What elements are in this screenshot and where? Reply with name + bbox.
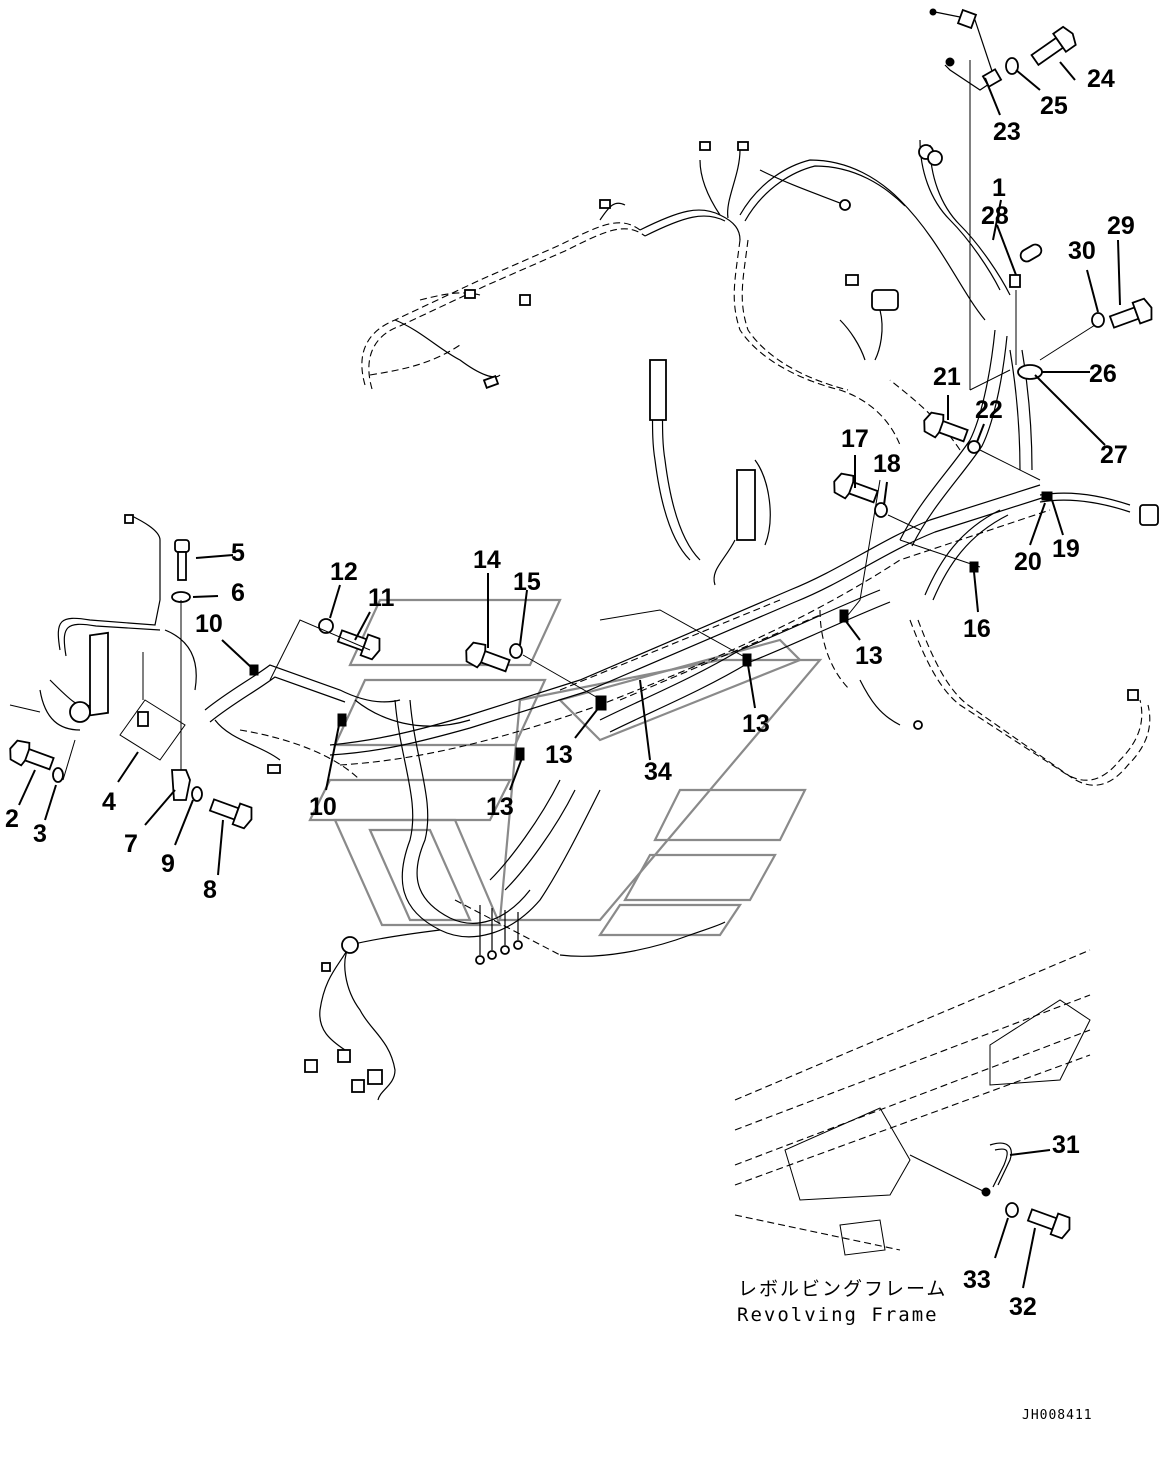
callout-21: 21 xyxy=(933,363,961,391)
washer-22 xyxy=(967,440,981,454)
clamp-13d xyxy=(839,609,849,623)
sleeve-1 xyxy=(1019,243,1043,263)
clip-10b xyxy=(337,713,347,727)
callout-22: 22 xyxy=(975,396,1003,424)
callout-3: 3 xyxy=(33,820,47,848)
upper-harness xyxy=(361,139,1011,446)
bolt-29 xyxy=(1108,297,1153,329)
callout-26: 26 xyxy=(1089,360,1117,388)
bolt-5 xyxy=(174,539,190,581)
callout-13b: 13 xyxy=(486,793,514,821)
callout-10a: 10 xyxy=(195,610,223,638)
fasteners xyxy=(9,8,1153,830)
callout-12: 12 xyxy=(330,558,358,586)
callout-28: 28 xyxy=(981,202,1009,230)
bolt-32 xyxy=(1026,1208,1071,1240)
callout-11: 11 xyxy=(368,584,395,612)
callout-23: 23 xyxy=(993,118,1021,146)
clamp-13b xyxy=(515,747,525,761)
bracket-7 xyxy=(171,769,191,801)
callout-30: 30 xyxy=(1068,237,1096,265)
callout-31: 31 xyxy=(1052,1131,1080,1159)
callout-4: 4 xyxy=(102,788,116,816)
callout-13c: 13 xyxy=(742,710,770,738)
upper-connectors xyxy=(464,141,943,389)
callout-15: 15 xyxy=(513,568,541,596)
bolt-24 xyxy=(1030,25,1077,67)
callout-labels: 1 2 3 4 5 6 7 8 9 10 10 11 12 13 13 13 1… xyxy=(5,65,1135,1321)
clip-19-20 xyxy=(1041,491,1053,501)
clip-10a xyxy=(249,664,259,676)
callout-34: 34 xyxy=(644,758,672,786)
callout-5: 5 xyxy=(231,539,245,567)
leader-lines xyxy=(18,61,1121,876)
washer-18 xyxy=(874,502,888,518)
callout-9: 9 xyxy=(161,850,175,878)
watermark-logo xyxy=(308,598,823,937)
relay-block xyxy=(649,359,771,586)
washer-30 xyxy=(1091,312,1105,328)
callout-1: 1 xyxy=(992,174,1006,202)
callout-32: 32 xyxy=(1009,1293,1037,1321)
callout-2: 2 xyxy=(5,805,19,833)
bolt-8 xyxy=(208,798,253,830)
callout-20: 20 xyxy=(1014,548,1042,576)
washer-33 xyxy=(1005,1202,1019,1218)
bolt-2 xyxy=(9,739,55,771)
clamp-26 xyxy=(1017,364,1043,380)
callout-18: 18 xyxy=(873,450,901,478)
callout-10b: 10 xyxy=(309,793,337,821)
bolt-21 xyxy=(923,411,969,443)
main-harness xyxy=(204,329,1051,938)
drawing-number: JH008411 xyxy=(1022,1408,1093,1423)
left-control-box xyxy=(9,514,281,774)
callout-29: 29 xyxy=(1107,212,1135,240)
callout-19: 19 xyxy=(1052,535,1080,563)
callout-25: 25 xyxy=(1040,92,1068,120)
washer-3 xyxy=(52,767,64,783)
lower-connectors xyxy=(304,899,726,1101)
clip-16 xyxy=(969,561,979,573)
callout-13a: 13 xyxy=(545,741,573,769)
bolt-17 xyxy=(833,472,879,504)
callout-27: 27 xyxy=(1100,441,1128,469)
clamp-13c xyxy=(742,653,752,667)
inset-caption-japanese: レボルビングフレーム xyxy=(738,1278,947,1300)
right-branch-harness xyxy=(819,492,1159,786)
washer-9 xyxy=(191,786,203,802)
callout-14: 14 xyxy=(473,546,501,574)
inset-revolving-frame xyxy=(734,949,1091,1289)
washer-25 xyxy=(1005,57,1019,75)
inset-caption-english: Revolving Frame xyxy=(737,1304,939,1326)
callout-17: 17 xyxy=(841,425,869,453)
clamp-13a xyxy=(595,695,607,711)
callout-13d: 13 xyxy=(855,642,883,670)
callout-6: 6 xyxy=(231,579,245,607)
callout-8: 8 xyxy=(203,876,217,904)
callout-7: 7 xyxy=(124,830,138,858)
spacer-28 xyxy=(1009,274,1021,288)
callout-33: 33 xyxy=(963,1266,991,1294)
washer-15 xyxy=(509,643,523,659)
callout-24: 24 xyxy=(1087,65,1115,93)
reference-lines xyxy=(62,60,1096,781)
bolt-14 xyxy=(465,641,511,673)
callout-16: 16 xyxy=(963,615,991,643)
